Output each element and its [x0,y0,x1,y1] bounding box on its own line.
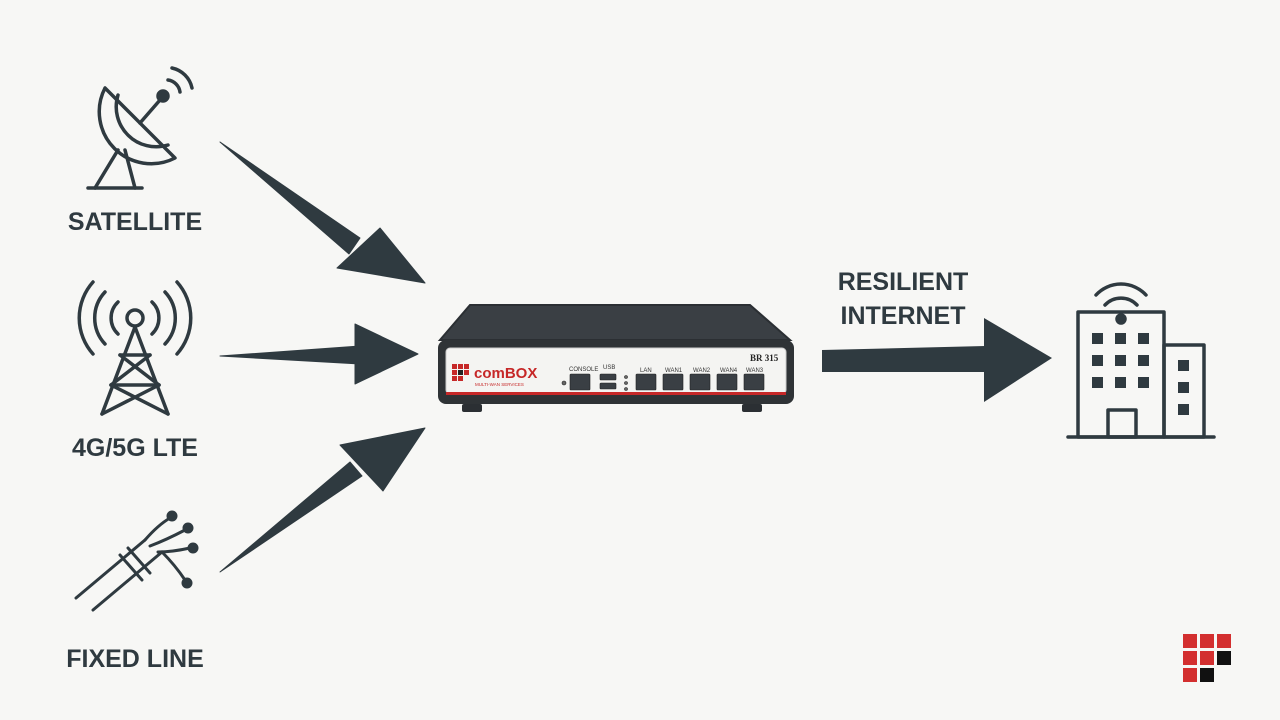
port-label-console: CONSOLE [569,367,598,373]
combox-logo-icon [452,364,469,381]
device-tagline: MULTI-WAN SERVICES [475,382,524,387]
output-label-line2: INTERNET [841,302,966,330]
source-label-fixed-line: FIXED LINE [66,645,204,673]
port-label-wan4: WAN4 [720,368,738,374]
fiber-optic-cable-icon [74,510,199,612]
arrow-lte-to-router [219,323,419,385]
ethernet-ports [561,373,765,391]
device-brand: comBOX [474,365,537,382]
satellite-dish-icon [86,66,194,190]
output-label-line1: RESILIENT [838,268,969,296]
port-label-lan: LAN [640,368,652,374]
building-windows [1092,333,1189,415]
arrow-router-to-building [822,318,1052,402]
source-label-satellite: SATELLITE [68,208,202,236]
source-label-lte: 4G/5G LTE [72,434,198,462]
cell-tower-icon [77,280,193,416]
port-label-wan1: WAN1 [665,368,683,374]
office-building-wifi-icon [1066,282,1216,439]
arrow-fixed-line-to-router [219,427,426,573]
port-labels: CONSOLE USB LAN WAN1 WAN2 WAN4 WAN3 [569,365,764,374]
port-label-wan2: WAN2 [693,368,711,374]
port-label-usb: USB [603,365,615,371]
port-label-wan3: WAN3 [746,368,764,374]
device-model: BR 315 [750,353,779,363]
arrow-satellite-to-router [219,141,426,284]
router-device: comBOX MULTI-WAN SERVICES BR 315 CONSOLE… [437,304,794,412]
brand-logo-icon [1183,634,1231,682]
